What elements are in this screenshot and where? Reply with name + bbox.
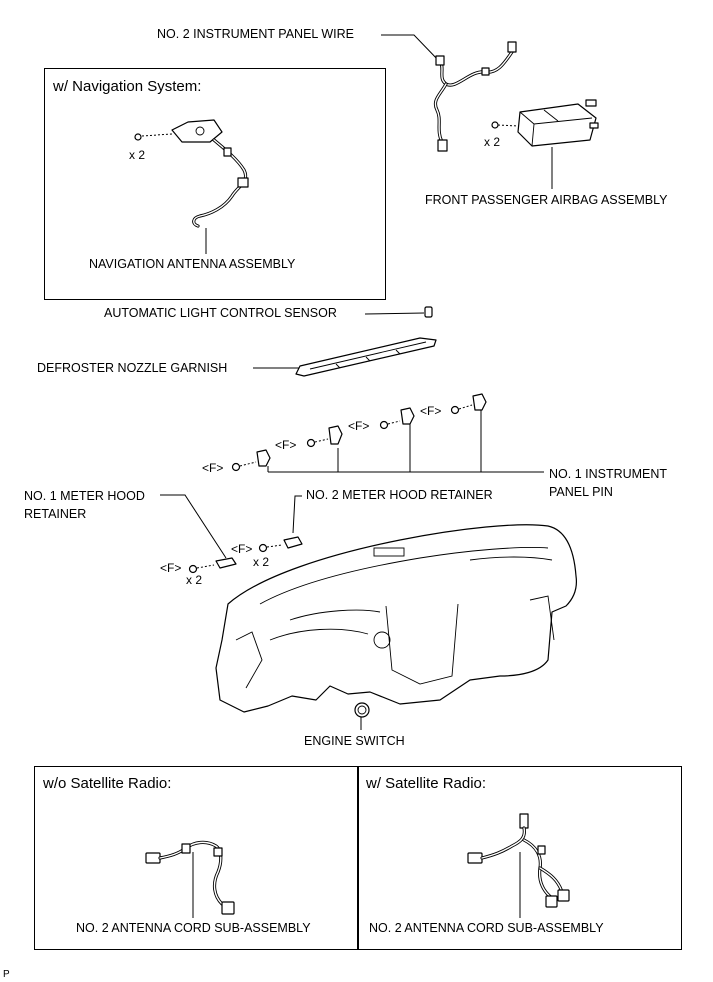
navigation-system-box <box>44 68 386 300</box>
qty-nav-screw: x 2 <box>129 148 146 162</box>
with-satellite-title: w/ Satellite Radio: <box>366 775 487 792</box>
defroster-nozzle-garnish <box>295 337 437 377</box>
fastener-code: <F> <box>231 542 253 556</box>
label-no1-panel-pin-2: PANEL PIN <box>549 485 613 499</box>
without-satellite-title: w/o Satellite Radio: <box>43 775 172 792</box>
fastener-code: <F> <box>348 419 370 433</box>
instrument-panel <box>215 524 577 713</box>
leader-lines <box>160 34 553 918</box>
antenna-cord-with-satellite <box>467 813 570 908</box>
label-no2-meter-hood: NO. 2 METER HOOD RETAINER <box>306 488 493 502</box>
qty-airbag-screw: x 2 <box>484 135 501 149</box>
corner-mark: P <box>3 969 10 980</box>
navigation-box-title: w/ Navigation System: <box>53 78 202 95</box>
no2-instrument-panel-wire <box>433 41 517 152</box>
engine-switch <box>354 702 370 718</box>
antenna-cord-without-satellite <box>145 840 235 915</box>
instrument-panel-pins <box>231 393 487 472</box>
qty-meter-hood-1: x 2 <box>186 573 203 587</box>
navigation-antenna <box>134 119 249 228</box>
fastener-code: <F> <box>275 438 297 452</box>
label-no1-meter-hood-1: NO. 1 METER HOOD <box>24 489 145 503</box>
qty-meter-hood-2: x 2 <box>253 555 270 569</box>
satellite-radio-divider <box>357 766 359 950</box>
label-auto-light-sensor: AUTOMATIC LIGHT CONTROL SENSOR <box>104 306 337 320</box>
label-no2-instrument-panel-wire: NO. 2 INSTRUMENT PANEL WIRE <box>157 27 355 41</box>
label-engine-switch: ENGINE SWITCH <box>304 734 405 748</box>
auto-light-sensor <box>424 306 433 318</box>
label-no1-meter-hood-2: RETAINER <box>24 507 87 521</box>
fastener-code: <F> <box>202 461 224 475</box>
fastener-code: <F> <box>420 404 442 418</box>
meter-hood-retainers <box>188 536 303 574</box>
label-antenna-cord-without: NO. 2 ANTENNA CORD SUB-ASSEMBLY <box>76 921 311 935</box>
label-defroster-nozzle-garnish: DEFROSTER NOZZLE GARNISH <box>37 361 228 375</box>
front-passenger-airbag <box>491 99 599 147</box>
fastener-code: <F> <box>160 561 182 575</box>
label-navigation-antenna: NAVIGATION ANTENNA ASSEMBLY <box>89 257 296 271</box>
label-antenna-cord-with: NO. 2 ANTENNA CORD SUB-ASSEMBLY <box>369 921 604 935</box>
label-no1-panel-pin-1: NO. 1 INSTRUMENT <box>549 467 668 481</box>
label-front-passenger-airbag: FRONT PASSENGER AIRBAG ASSEMBLY <box>425 193 668 207</box>
